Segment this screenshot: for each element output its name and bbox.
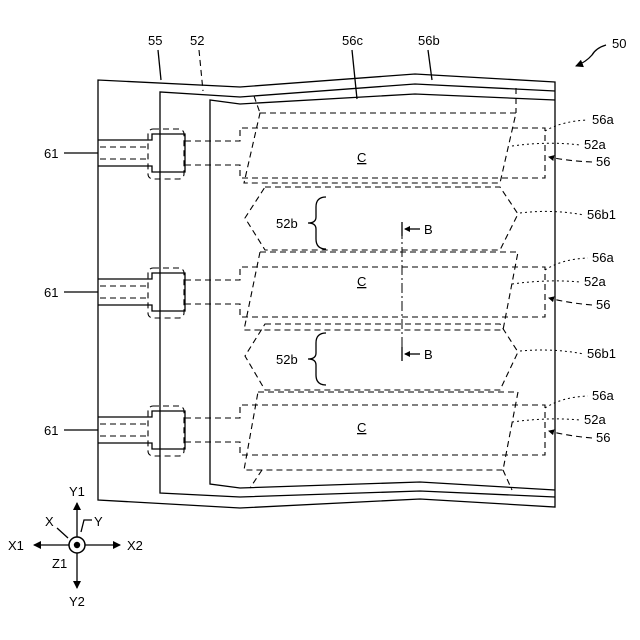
ref-label-52a-3: 52a <box>584 412 606 427</box>
figure-arrow-50 <box>576 45 606 66</box>
inner-frame <box>210 94 555 490</box>
region-label-c-2: C <box>357 274 366 289</box>
region-52a-outline-2 <box>244 252 518 330</box>
leader-56a-1 <box>545 120 588 131</box>
ref-label-52a-2: 52a <box>584 274 606 289</box>
axis-label-x: X <box>45 514 54 529</box>
leader-y <box>81 520 92 532</box>
leader-56c <box>352 50 357 99</box>
brace-52b-1 <box>308 197 326 249</box>
axis-label-y: Y <box>94 514 103 529</box>
outer-frame-55 <box>98 74 555 508</box>
figure-ref-50: 50 <box>612 36 626 51</box>
ref-label-56a-2: 56a <box>592 250 614 265</box>
brace-52b-2 <box>308 333 326 385</box>
connector-61-3 <box>98 406 185 456</box>
leader-56a-3 <box>545 396 588 408</box>
region-52a-outline-3 <box>244 392 518 470</box>
ref-label-56c: 56c <box>342 33 363 48</box>
ref-label-61-2: 61 <box>44 285 58 300</box>
ref-label-52: 52 <box>190 33 204 48</box>
axis-label-y2: Y2 <box>69 594 85 609</box>
connector-inner-lines <box>100 147 150 159</box>
ref-label-56b1-1: 56b1 <box>587 207 616 222</box>
coordinate-system: Y1 X Y X1 X2 Z1 Y2 <box>8 484 143 609</box>
connector-pad <box>98 273 185 311</box>
connector-pad <box>98 134 185 172</box>
leader-56b1-2 <box>520 350 584 354</box>
connector-inner-lines <box>100 424 150 436</box>
ref-label-55: 55 <box>148 33 162 48</box>
connector-61-1 <box>98 129 185 179</box>
leader-56a-2 <box>545 258 588 270</box>
axis-label-z1: Z1 <box>52 556 67 571</box>
ref-label-52a-1: 52a <box>584 137 606 152</box>
leader-52a-1 <box>512 143 580 146</box>
region-52a-outline-1 <box>244 113 516 183</box>
axis-label-x2: X2 <box>127 538 143 553</box>
ref-label-56a-1: 56a <box>592 112 614 127</box>
leader-55 <box>158 50 161 80</box>
section-label-b-bottom: B <box>424 347 433 362</box>
leader-52a-2 <box>512 281 580 284</box>
leader-x <box>57 528 68 538</box>
z-axis-dot-icon <box>74 542 80 548</box>
leader-56b1-1 <box>520 211 584 215</box>
connector-inner-lines <box>100 286 150 298</box>
ref-label-56b: 56b <box>418 33 440 48</box>
ref-label-56-1: 56 <box>596 154 610 169</box>
connector-pad <box>98 411 185 449</box>
region-label-c-3: C <box>357 420 366 435</box>
ref-label-56-3: 56 <box>596 430 610 445</box>
leader-52a-3 <box>512 419 580 422</box>
ref-label-52b-2: 52b <box>276 352 298 367</box>
axis-label-y1: Y1 <box>69 484 85 499</box>
frame-52 <box>160 84 555 497</box>
section-label-b-top: B <box>424 222 433 237</box>
connector-61-2 <box>98 268 185 318</box>
ref-label-56b1-2: 56b1 <box>587 346 616 361</box>
ref-label-56-2: 56 <box>596 297 610 312</box>
axis-label-x1: X1 <box>8 538 24 553</box>
ref-label-61-3: 61 <box>44 423 58 438</box>
ref-label-52b-1: 52b <box>276 216 298 231</box>
ref-label-61-1: 61 <box>44 146 58 161</box>
region-label-c-1: C <box>357 150 366 165</box>
ref-label-56a-3: 56a <box>592 388 614 403</box>
